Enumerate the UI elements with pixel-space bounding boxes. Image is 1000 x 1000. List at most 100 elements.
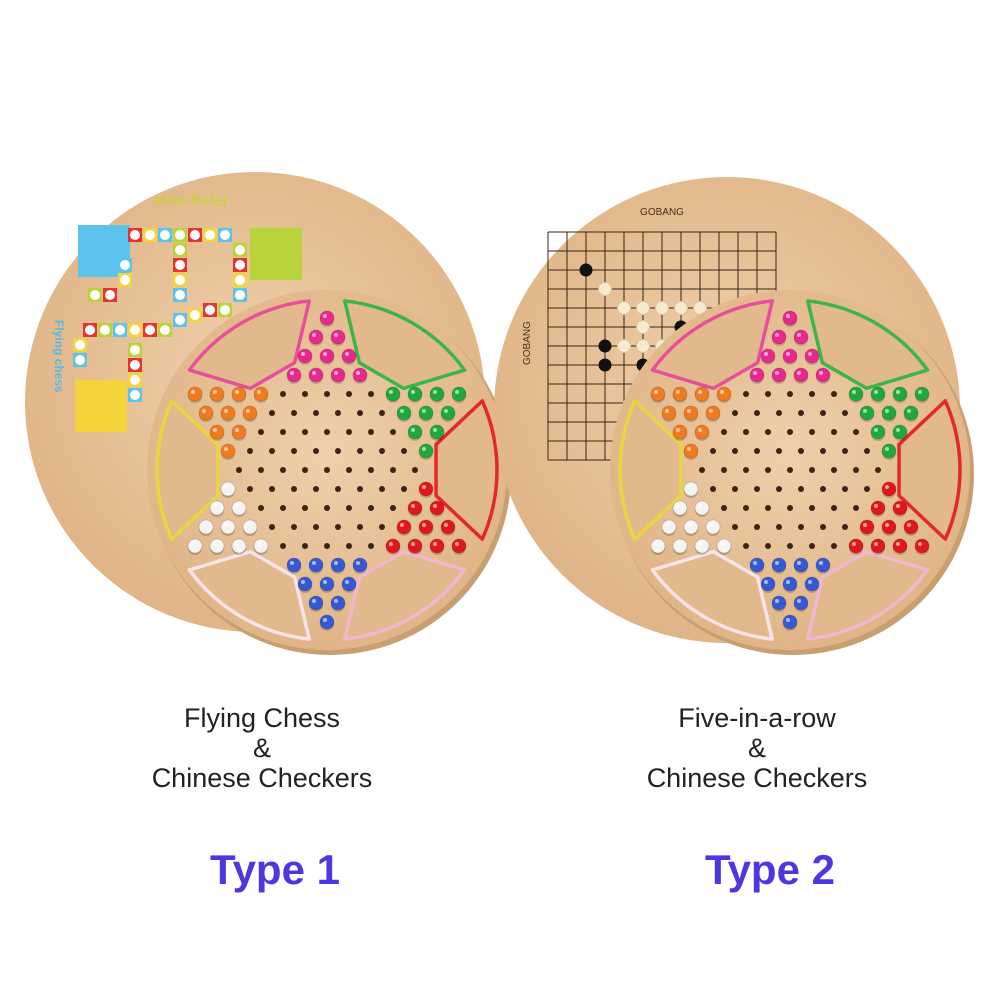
board-hole — [368, 543, 374, 549]
pink-peg — [815, 367, 831, 383]
white-peg — [242, 519, 258, 535]
peg-highlight — [786, 314, 790, 318]
board-hole — [787, 467, 793, 473]
track-dot — [190, 310, 200, 320]
board-hole — [401, 486, 407, 492]
yellow-hangar — [75, 380, 127, 432]
storage-well — [650, 299, 774, 391]
board-hole — [324, 391, 330, 397]
peg-highlight — [720, 390, 724, 394]
board-hole — [247, 448, 253, 454]
board-hole — [280, 391, 286, 397]
peg-highlight — [907, 409, 911, 413]
gobang-label-top: GOBANG — [640, 207, 684, 218]
red-peg — [407, 538, 423, 554]
peg-highlight — [797, 333, 801, 337]
caption-line: Five-in-a-row — [678, 703, 836, 733]
peg-highlight — [797, 371, 801, 375]
red-peg — [429, 500, 445, 516]
board-hole — [798, 410, 804, 416]
board-hole — [776, 486, 782, 492]
orange-peg — [694, 424, 710, 440]
track-dot — [235, 275, 245, 285]
red-peg — [418, 481, 434, 497]
peg-highlight — [687, 485, 691, 489]
board-hole — [765, 505, 771, 511]
peg-highlight — [257, 390, 261, 394]
peg-highlight — [323, 580, 327, 584]
peg-highlight — [345, 580, 349, 584]
pink-peg — [308, 329, 324, 345]
peg-highlight — [753, 371, 757, 375]
white-stone — [636, 320, 650, 334]
track-dot — [175, 275, 185, 285]
peg-highlight — [819, 371, 823, 375]
red-peg — [870, 500, 886, 516]
board-hole — [798, 524, 804, 530]
board-hole — [721, 429, 727, 435]
peg-highlight — [676, 428, 680, 432]
type1-label: Type 1 — [210, 846, 340, 893]
peg-highlight — [455, 542, 459, 546]
peg-highlight — [665, 409, 669, 413]
peg-highlight — [389, 542, 393, 546]
peg-highlight — [202, 409, 206, 413]
board-hole — [831, 505, 837, 511]
red-peg — [881, 519, 897, 535]
board-hole — [776, 448, 782, 454]
peg-highlight — [676, 390, 680, 394]
orange-peg — [716, 386, 732, 402]
green-hangar — [250, 228, 302, 280]
flying-chess-label-side: Flying chess — [52, 320, 66, 393]
white-peg — [253, 538, 269, 554]
board-hole — [236, 467, 242, 473]
track-dot — [75, 340, 85, 350]
board-hole — [809, 391, 815, 397]
peg-highlight — [852, 542, 856, 546]
board-hole — [291, 486, 297, 492]
board-hole — [368, 505, 374, 511]
green-peg — [429, 424, 445, 440]
blue-peg — [815, 557, 831, 573]
board-hole — [313, 486, 319, 492]
peg-highlight — [411, 542, 415, 546]
peg-highlight — [687, 409, 691, 413]
board-hole — [335, 410, 341, 416]
peg-highlight — [819, 561, 823, 565]
storage-well — [187, 549, 311, 641]
board-hole — [324, 543, 330, 549]
peg-highlight — [786, 352, 790, 356]
board-hole — [258, 467, 264, 473]
peg-highlight — [356, 561, 360, 565]
board-hole — [335, 524, 341, 530]
peg-highlight — [389, 390, 393, 394]
board-hole — [280, 467, 286, 473]
board-hole — [346, 391, 352, 397]
white-stone — [617, 301, 631, 315]
orange-peg — [661, 405, 677, 421]
peg-highlight — [411, 390, 415, 394]
peg-highlight — [422, 409, 426, 413]
board-hole — [401, 448, 407, 454]
track-dot — [145, 230, 155, 240]
gobang-label-side: GOBANG — [522, 321, 533, 365]
storage-well — [806, 549, 930, 641]
peg-highlight — [786, 580, 790, 584]
blue-peg — [804, 576, 820, 592]
track-dot — [220, 230, 230, 240]
flying-chess-label-top: Flying chess — [153, 194, 226, 208]
storage-well — [618, 399, 683, 541]
peg-highlight — [775, 561, 779, 565]
board-hole — [776, 524, 782, 530]
peg-highlight — [422, 523, 426, 527]
board-hole — [379, 448, 385, 454]
blue-peg — [308, 557, 324, 573]
board-hole — [743, 467, 749, 473]
white-peg — [187, 538, 203, 554]
track-dot — [130, 325, 140, 335]
board-hole — [732, 410, 738, 416]
pink-peg — [308, 367, 324, 383]
board-hole — [809, 467, 815, 473]
peg-highlight — [918, 542, 922, 546]
